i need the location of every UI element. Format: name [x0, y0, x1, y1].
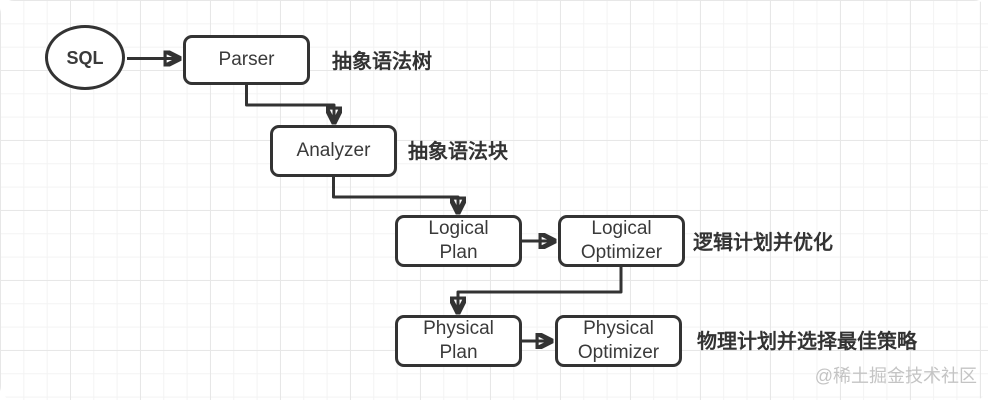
- node-logical-optimizer-label-line2: Optimizer: [580, 242, 663, 263]
- node-logical-optimizer: Logical Optimizer: [558, 215, 685, 267]
- node-parser-label: Parser: [218, 49, 275, 70]
- edge-parser-analyzer: [245, 84, 335, 121]
- node-physical-optimizer-label-line2: Optimizer: [577, 342, 660, 363]
- annotation-physical-plan-best-strategy: 物理计划并选择最佳策略: [697, 331, 917, 353]
- node-analyzer-label: Analyzer: [296, 140, 371, 161]
- watermark: @稀土掘金技术社区: [814, 366, 977, 386]
- node-physical-optimizer: Physical Optimizer: [555, 315, 682, 367]
- node-parser: Parser: [183, 35, 310, 85]
- node-physical-optimizer-label-line1: Physical: [583, 318, 654, 339]
- node-physical-plan-label-line2: Plan: [439, 342, 478, 363]
- node-sql-label: SQL: [66, 47, 104, 68]
- annotation-logical-plan-optimize: 逻辑计划并优化: [693, 232, 833, 254]
- node-physical-plan-label-line1: Physical: [423, 318, 494, 339]
- edge-analyzer-logicalplan: [332, 176, 459, 211]
- edge-logicaloptimizer-physicalplan: [458, 266, 623, 311]
- annotation-abstract-syntax-block: 抽象语法块: [408, 141, 508, 163]
- node-physical-plan: Physical Plan: [395, 315, 522, 367]
- node-analyzer: Analyzer: [270, 125, 397, 177]
- node-logical-plan-label-line2: Plan: [439, 242, 478, 263]
- node-logical-plan: Logical Plan: [395, 215, 522, 267]
- node-sql: SQL: [45, 25, 125, 90]
- node-logical-optimizer-label-line1: Logical: [591, 218, 652, 239]
- annotation-abstract-syntax-tree: 抽象语法树: [332, 51, 432, 73]
- node-logical-plan-label-line1: Logical: [428, 218, 489, 239]
